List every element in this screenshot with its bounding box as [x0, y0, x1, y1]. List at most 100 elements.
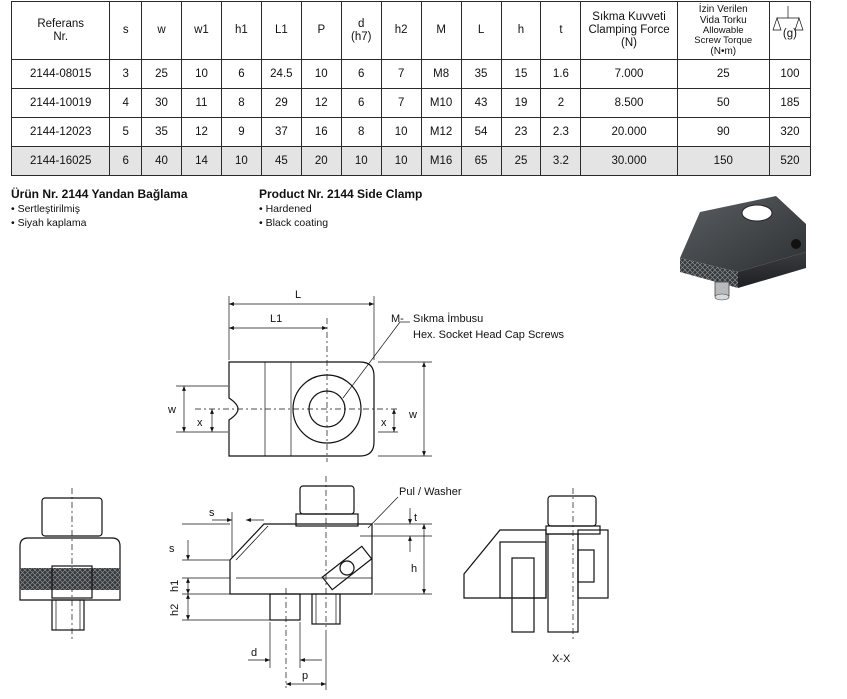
cell-torque: 50 [676, 88, 770, 118]
header-ref-line: Nr. [53, 30, 69, 43]
header-torque-line: Allowable [702, 25, 744, 36]
desc-en-bullet-1: • Hardened [259, 203, 312, 215]
balance-scale-icon [772, 6, 804, 31]
header-torque-line: Screw Torque [694, 35, 753, 46]
cell-torque: 25 [676, 59, 770, 89]
cell-P: 20 [300, 146, 342, 176]
cell-L: 65 [460, 146, 502, 176]
cell-L: 43 [460, 88, 502, 118]
cell-L1: 37 [260, 117, 302, 147]
cell-w: 30 [141, 88, 183, 118]
header-L1: L1 [260, 1, 302, 60]
desc-tr-bullet-2: • Siyah kaplama [11, 217, 87, 229]
cell-t: 2.3 [540, 117, 582, 147]
desc-en-title: Product Nr. 2144 Side Clamp [259, 187, 423, 201]
cell-ref: 2144-16025 [10, 146, 111, 176]
dim-w-right-label: w [408, 409, 417, 421]
desc-tr-title: Ürün Nr. 2144 Yandan Bağlama [11, 187, 188, 201]
cell-M: M8 [420, 59, 462, 89]
header-torque-line: (N•m) [710, 46, 737, 57]
cell-s: 3 [109, 59, 143, 89]
header-force-line: Clamping Force [588, 24, 670, 36]
header-d-line: d [358, 17, 365, 30]
cell-w1: 11 [181, 88, 222, 118]
cell-h1: 10 [220, 146, 262, 176]
cell-h2: 10 [380, 117, 422, 147]
header-P: P [300, 1, 342, 60]
header-s-line: s [122, 24, 129, 36]
cell-L1: 24.5 [260, 59, 302, 89]
header-weight-line: (g) [782, 28, 797, 40]
cell-t: 3.2 [540, 146, 582, 176]
header-torque-line: İzin Verilen [698, 4, 748, 15]
cell-torque: 90 [676, 117, 770, 147]
cell-h: 25 [500, 146, 542, 176]
cell-weight: 520 [768, 146, 812, 176]
dim-d-label: d [251, 647, 257, 659]
header-d: d(h7) [340, 1, 382, 60]
cell-h1: 9 [220, 117, 262, 147]
desc-turkish: Ürün Nr. 2144 Yandan Bağlama • Sertleşti… [11, 187, 188, 230]
screw-label-en: Hex. Socket Head Cap Screws [413, 329, 565, 341]
header-w1-line: w1 [194, 24, 209, 36]
dim-h1-label: h1 [169, 580, 181, 592]
side-view-drawing [182, 476, 432, 690]
section-view-drawing [463, 488, 609, 640]
header-L: L [460, 1, 502, 60]
dim-t-label: t [414, 512, 417, 524]
cell-torque: 150 [676, 146, 770, 176]
header-h1: h1 [220, 1, 262, 60]
header-h1-line: h1 [235, 24, 248, 36]
cell-h1: 6 [220, 59, 262, 89]
cell-M: M12 [420, 117, 462, 147]
desc-en-bullet-2: • Black coating [259, 217, 329, 229]
dim-L1-label: L1 [270, 313, 282, 325]
dim-s-top-label: s [209, 507, 215, 519]
cell-weight: 185 [768, 88, 812, 118]
cell-L1: 29 [260, 88, 302, 118]
dim-p-label: p [302, 670, 308, 682]
cell-t: 1.6 [540, 59, 582, 89]
header-L-line: L [477, 24, 485, 36]
cell-ref: 2144-12023 [10, 117, 111, 147]
section-label: X-X [552, 653, 571, 665]
dim-L-label: L [295, 289, 301, 301]
cell-t: 2 [540, 88, 582, 118]
cell-M: M10 [420, 88, 462, 118]
header-weight: (g) [768, 1, 812, 60]
cell-force: 30.000 [580, 146, 678, 176]
header-force-line: Sıkma Kuvveti [592, 11, 666, 23]
cell-force: 20.000 [580, 117, 678, 147]
header-h-line: h [517, 24, 525, 36]
header-ref-line: Referans [37, 17, 84, 30]
clamp-photo [680, 196, 806, 301]
cell-weight: 320 [768, 117, 812, 147]
header-L1-line: L1 [274, 24, 288, 36]
header-t-line: t [559, 24, 563, 36]
header-s: s [109, 1, 143, 60]
cell-s: 6 [109, 146, 143, 176]
cell-w1: 12 [181, 117, 222, 147]
desc-tr-bullet-1: • Sertleştirilmiş [11, 203, 81, 215]
dim-x-left-label: x [197, 417, 203, 429]
cell-force: 8.500 [580, 88, 678, 118]
header-h2-line: h2 [394, 24, 408, 36]
cell-d: 10 [340, 146, 382, 176]
dim-w-left-label: w [167, 404, 176, 416]
dim-h-label: h [411, 563, 417, 575]
header-w-line: w [157, 24, 166, 36]
header-force-line: (N) [621, 37, 638, 49]
cell-M: M16 [420, 146, 462, 176]
header-P-line: P [317, 24, 326, 36]
washer-label: Pul / Washer [399, 486, 462, 498]
header-d-line: (h7) [351, 30, 372, 43]
desc-english: Product Nr. 2144 Side Clamp • Hardened •… [259, 187, 422, 230]
